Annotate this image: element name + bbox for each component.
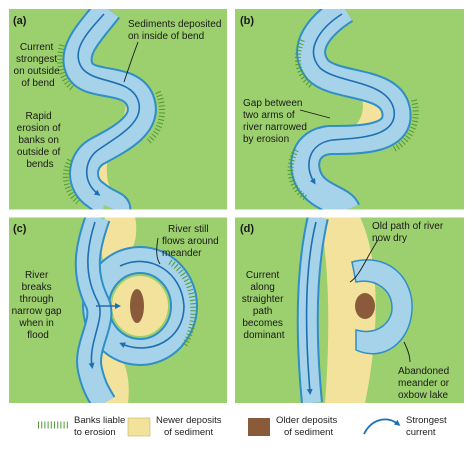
panel-c-label-breaks-through: River breaks through narrow gap when in …	[12, 270, 65, 341]
panel-b-label-gap: Gap between two arms of river narrowed b…	[243, 98, 310, 145]
legend-item-newer: Newer deposits of sediment	[127, 415, 224, 438]
legend-label-older: Older deposits of sediment	[276, 415, 340, 438]
legend-label-erosion: Banks liable to erosion	[74, 415, 128, 438]
legend: Banks liable to erosion Newer deposits o…	[38, 415, 449, 438]
panel-a-current-arrow	[77, 13, 141, 196]
legend-item-current: Strongest current	[363, 415, 449, 438]
panel-c-current-arrow-left	[87, 221, 101, 369]
panel-a-land	[9, 9, 227, 210]
panel-a-pointer-sediment	[123, 41, 139, 83]
panel-b-erosion-hatch-3	[287, 148, 308, 201]
panel-a-letter: (a)	[13, 15, 27, 27]
panel-d-label-current: Current along straighter path becomes do…	[242, 270, 286, 341]
panel-d-label-oxbow: Abandoned meander or oxbow lake	[398, 366, 452, 401]
panel-a-label-current: Current strongest on outside of bend	[14, 42, 63, 89]
panel-d-label-old-path: Old path of river now dry	[372, 221, 446, 244]
panel-c-current-arrow-loop	[119, 260, 185, 349]
newer-sediment-swatch	[127, 417, 151, 437]
panel-d-oxbow-lake	[351, 259, 413, 355]
legend-item-erosion: Banks liable to erosion	[38, 415, 128, 438]
panel-d	[235, 217, 464, 403]
panel-a-label-erosion: Rapid erosion of banks on outside of ben…	[17, 111, 64, 170]
panel-c-label-still-flows: River still flows around meander	[162, 224, 221, 259]
panel-b	[235, 9, 464, 210]
panel-d-letter: (d)	[240, 223, 254, 235]
current-arrow-icon	[363, 418, 401, 435]
panel-b-pointer-gap	[299, 109, 331, 119]
panel-c-older-deposit	[130, 289, 144, 323]
panel-b-current-arrow	[308, 13, 395, 185]
panel-c-pointer-meander	[156, 237, 161, 265]
panel-a-erosion-hatch-1	[57, 44, 75, 91]
panel-a	[9, 9, 227, 210]
panel-d-current-arrow	[305, 221, 317, 395]
panel-gutters	[0, 0, 474, 410]
panel-a-label-sediments: Sediments deposited on inside of bend	[128, 19, 224, 42]
legend-label-newer: Newer deposits of sediment	[156, 415, 224, 438]
panel-d-river-fill	[298, 217, 327, 403]
panel-d-oxbow-pointer	[403, 341, 411, 363]
panel-d-old-path-pointer	[349, 239, 379, 283]
legend-label-current: Strongest current	[406, 415, 449, 438]
panel-b-land	[235, 9, 464, 210]
older-sediment-swatch	[248, 418, 270, 436]
panel-d-older-deposit	[355, 293, 375, 319]
panel-c-erosion-hatch	[168, 259, 197, 348]
panel-c-letter: (c)	[13, 223, 27, 235]
panel-b-letter: (b)	[240, 15, 254, 27]
panel-a-erosion-hatch-3	[62, 158, 81, 205]
panel-c	[9, 217, 227, 403]
legend-item-older: Older deposits of sediment	[248, 415, 340, 438]
